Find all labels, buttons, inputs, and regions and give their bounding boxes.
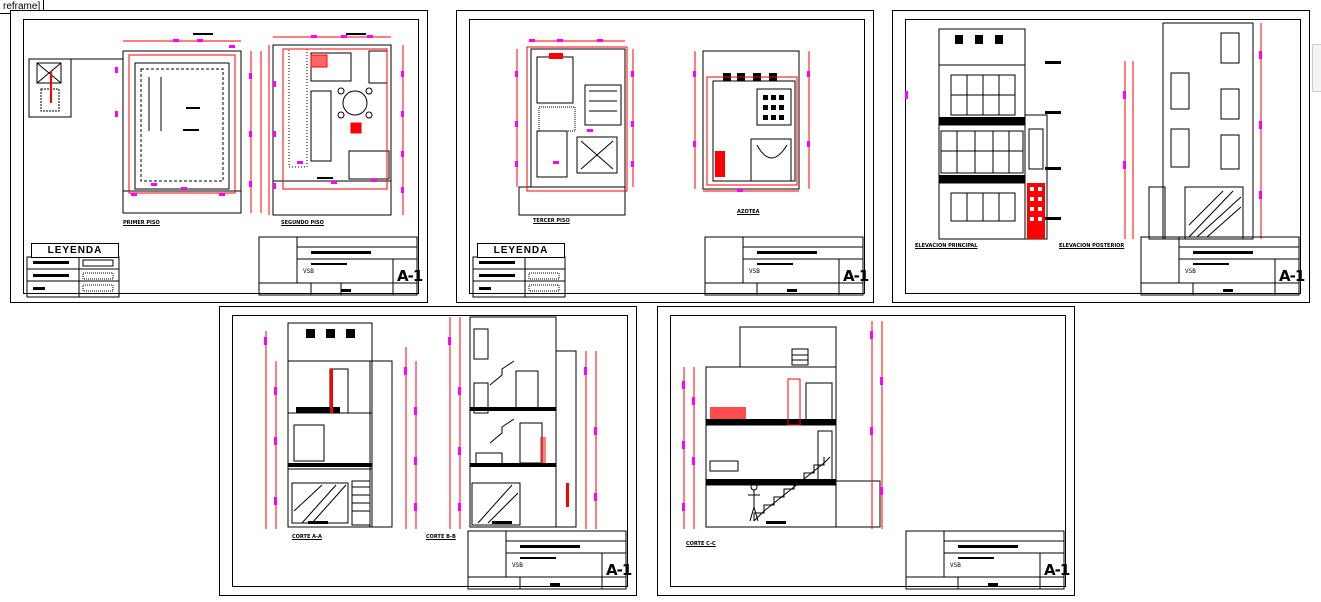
title-block-text: VSB bbox=[950, 562, 961, 569]
sheet-frame bbox=[469, 19, 865, 294]
sheet-frame bbox=[905, 19, 1301, 294]
legend-title: LEYENDA bbox=[31, 243, 119, 258]
caption-corte-c-c: CORTE C-C bbox=[686, 541, 716, 547]
sheet-frame bbox=[232, 315, 628, 587]
elevation-drawing bbox=[905, 22, 1300, 296]
sheet-number: A-1 bbox=[1279, 267, 1305, 285]
sheet-number: A-1 bbox=[397, 267, 423, 285]
sheet-section-cc[interactable]: A-1 VSB CORTE C-C bbox=[657, 306, 1075, 596]
caption-azotea: AZOTEA bbox=[737, 209, 760, 215]
caption-tercer-piso: TERCER PISO bbox=[533, 218, 570, 224]
sheet-number: A-1 bbox=[606, 561, 632, 579]
legend-title: LEYENDA bbox=[477, 243, 565, 258]
caption-elevacion-posterior: ELEVACION POSTERIOR bbox=[1059, 243, 1125, 249]
caption-elevacion-principal: ELEVACION PRINCIPAL bbox=[915, 243, 978, 249]
title-block-text: VSB bbox=[512, 562, 523, 569]
sheet-elevations[interactable]: A-1 VSB ELEVACION PRINCIPAL ELEVACION PO… bbox=[892, 10, 1310, 303]
sheet-frame bbox=[23, 19, 419, 294]
side-panel-box[interactable] bbox=[1312, 44, 1321, 92]
title-block-text: VSB bbox=[303, 268, 314, 275]
plan-drawing-2 bbox=[472, 39, 864, 298]
title-block-text: VSB bbox=[749, 268, 760, 275]
caption-corte-a-a: CORTE A-A bbox=[292, 534, 322, 540]
sheet-plans-1[interactable]: LEYENDA A-1 VSB PRIMER PISO SEGUNDO PISO bbox=[10, 10, 428, 303]
sheet-number: A-1 bbox=[843, 267, 869, 285]
sheet-plans-2[interactable]: LEYENDA A-1 VSB TERCER PISO AZOTEA bbox=[456, 10, 874, 303]
caption-segundo-piso: SEGUNDO PISO bbox=[281, 220, 324, 226]
caption-corte-b-b: CORTE B-B bbox=[426, 534, 456, 540]
caption-primer-piso: PRIMER PISO bbox=[123, 220, 160, 226]
title-block-text: VSB bbox=[1185, 268, 1196, 275]
section-drawing-ab bbox=[264, 316, 627, 590]
sheet-sections-ab[interactable]: A-1 VSB CORTE A-A CORTE B-B bbox=[219, 306, 637, 596]
sheet-number: A-1 bbox=[1044, 561, 1070, 579]
plan-drawing-1 bbox=[26, 33, 418, 298]
sheet-frame bbox=[670, 315, 1066, 587]
section-drawing-cc bbox=[682, 321, 1065, 590]
